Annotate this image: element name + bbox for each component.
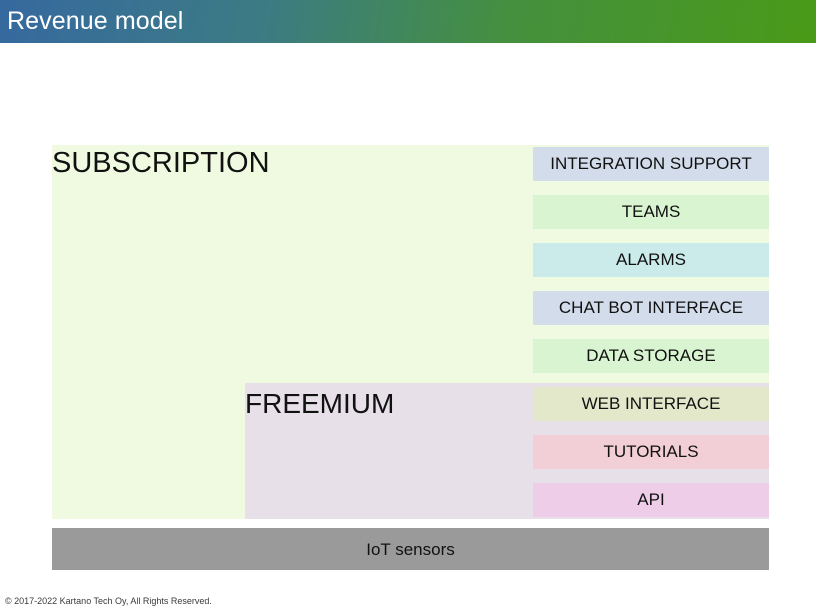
footer-copyright: © 2017-2022 Kartano Tech Oy, All Rights … bbox=[5, 596, 212, 606]
feature-box-web-interface[interactable]: WEB INTERFACE bbox=[533, 387, 769, 421]
feature-box-api[interactable]: API bbox=[533, 483, 769, 517]
platform-bar-iot-sensors[interactable]: IoT sensors bbox=[52, 528, 769, 570]
page-title: Revenue model bbox=[7, 7, 184, 35]
feature-label: TEAMS bbox=[621, 202, 681, 221]
tier-label-subscription: SUBSCRIPTION bbox=[52, 147, 270, 179]
slide-header-bar: Revenue model bbox=[0, 0, 816, 43]
feature-box-chat-bot-interface[interactable]: CHAT BOT INTERFACE bbox=[533, 291, 769, 325]
feature-label: INTEGRATION SUPPORT bbox=[550, 154, 752, 173]
tier-label-freemium: FREEMIUM bbox=[245, 388, 395, 419]
feature-label: CHAT BOT INTERFACE bbox=[558, 298, 744, 317]
feature-label: TUTORIALS bbox=[603, 442, 699, 461]
feature-box-integration-support[interactable]: INTEGRATION SUPPORT bbox=[533, 147, 769, 181]
feature-label: ALARMS bbox=[616, 250, 686, 269]
revenue-model-diagram: SUBSCRIPTION FREEMIUM INTEGRATION SUPPOR… bbox=[0, 43, 816, 588]
feature-label: WEB INTERFACE bbox=[581, 394, 721, 413]
platform-label: IoT sensors bbox=[366, 539, 455, 559]
feature-label: DATA STORAGE bbox=[586, 346, 716, 365]
feature-box-tutorials[interactable]: TUTORIALS bbox=[533, 435, 769, 469]
feature-box-teams[interactable]: TEAMS bbox=[533, 195, 769, 229]
feature-label: API bbox=[637, 490, 665, 509]
feature-box-data-storage[interactable]: DATA STORAGE bbox=[533, 339, 769, 373]
feature-box-alarms[interactable]: ALARMS bbox=[533, 243, 769, 277]
